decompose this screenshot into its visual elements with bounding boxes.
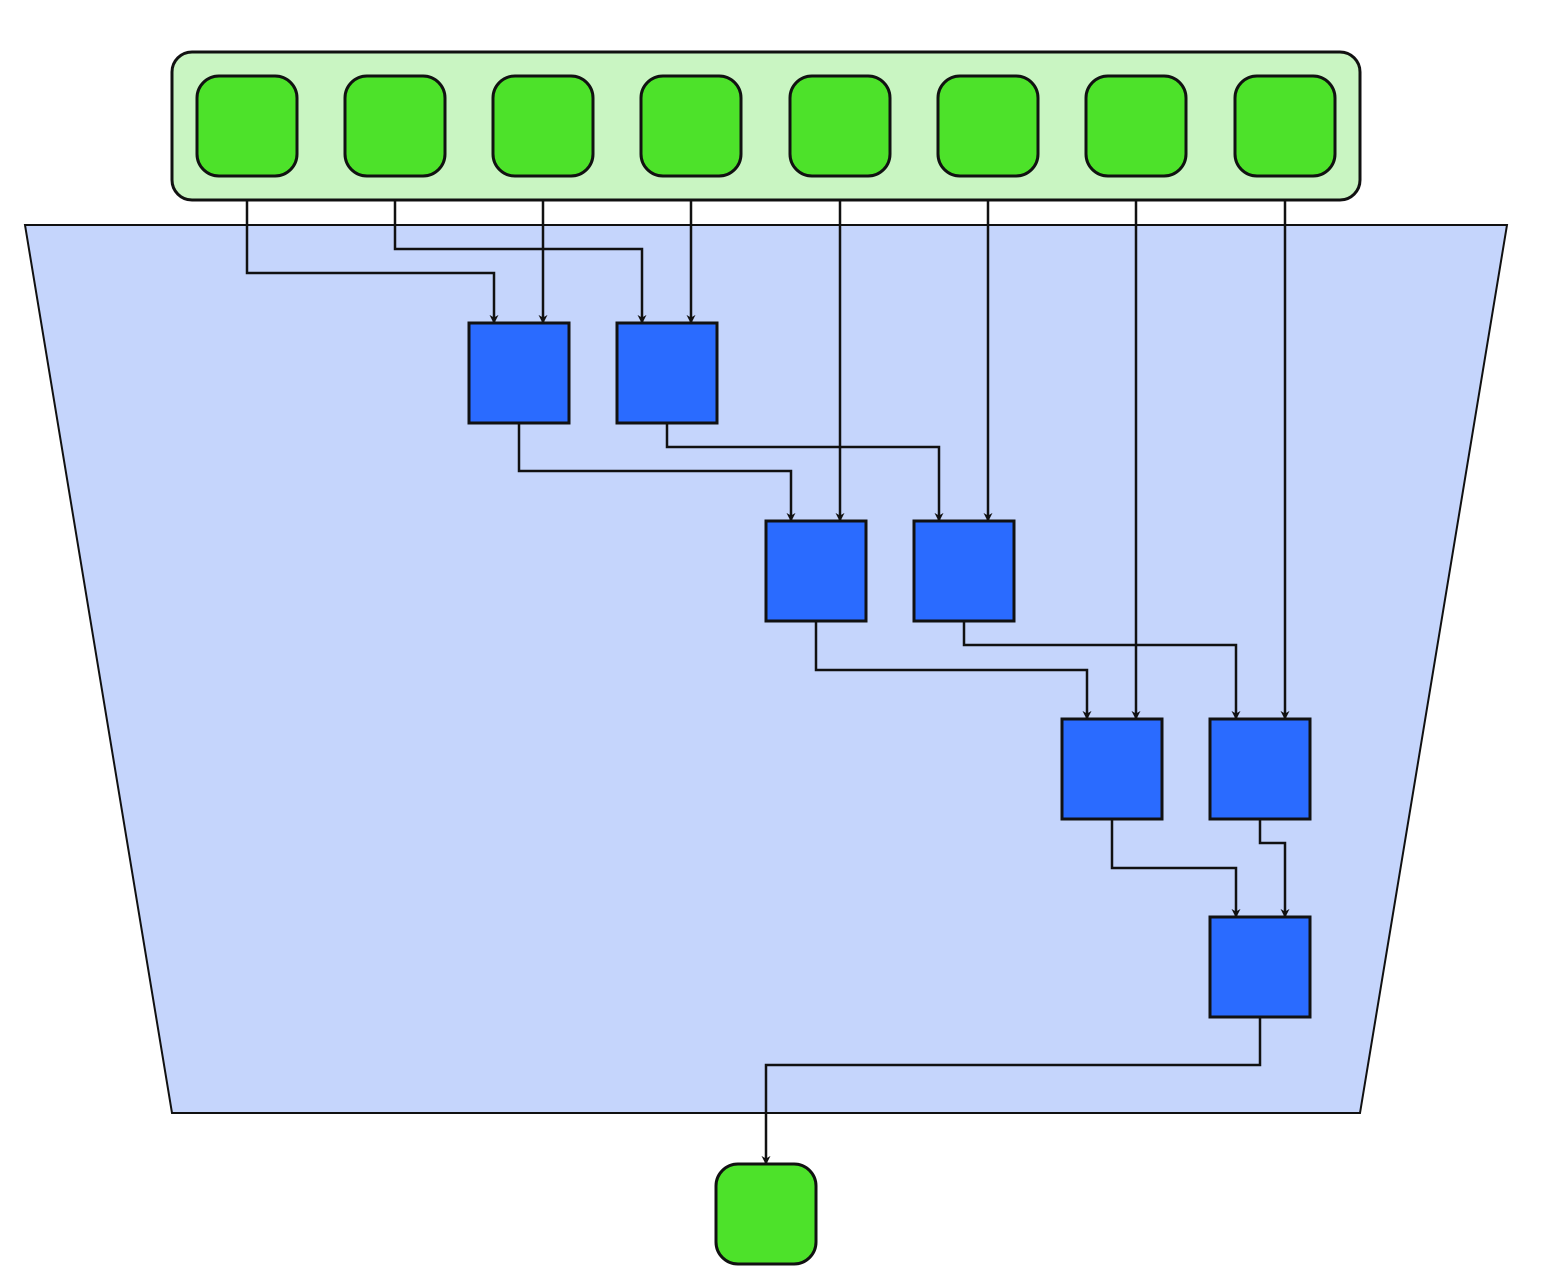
edge-c6-to-c7 xyxy=(1258,819,1290,918)
edge-c4-to-c6 xyxy=(962,621,1241,720)
combine-node-c2 xyxy=(615,321,719,425)
combine-node-c1 xyxy=(467,321,571,425)
edges xyxy=(245,200,1290,1165)
combine-node-c7 xyxy=(1208,915,1312,1019)
edge-c1-to-c3 xyxy=(517,423,796,522)
input-node-in3 xyxy=(491,74,595,178)
input-node-in6 xyxy=(936,74,1040,178)
input-node-in7 xyxy=(1084,74,1188,178)
input-container xyxy=(170,50,1362,202)
combine-node-c6 xyxy=(1208,717,1312,821)
edge-c5-to-c7 xyxy=(1110,819,1241,918)
edge-in2-to-c2 xyxy=(393,200,647,324)
combine-node-c5 xyxy=(1060,717,1164,821)
input-node-in1 xyxy=(195,74,299,178)
input-node-in8 xyxy=(1233,74,1337,178)
output-node xyxy=(714,1162,818,1266)
nodes xyxy=(195,74,1337,1266)
edge-c7-to-out xyxy=(761,1017,1262,1165)
edge-c3-to-c5 xyxy=(814,621,1092,720)
edge-in1-to-c1 xyxy=(245,200,499,324)
input-node-in5 xyxy=(788,74,892,178)
input-node-in4 xyxy=(639,74,743,178)
combine-node-c4 xyxy=(912,519,1016,623)
combine-node-c3 xyxy=(764,519,868,623)
edge-c2-to-c4 xyxy=(665,423,944,522)
input-node-in2 xyxy=(343,74,447,178)
